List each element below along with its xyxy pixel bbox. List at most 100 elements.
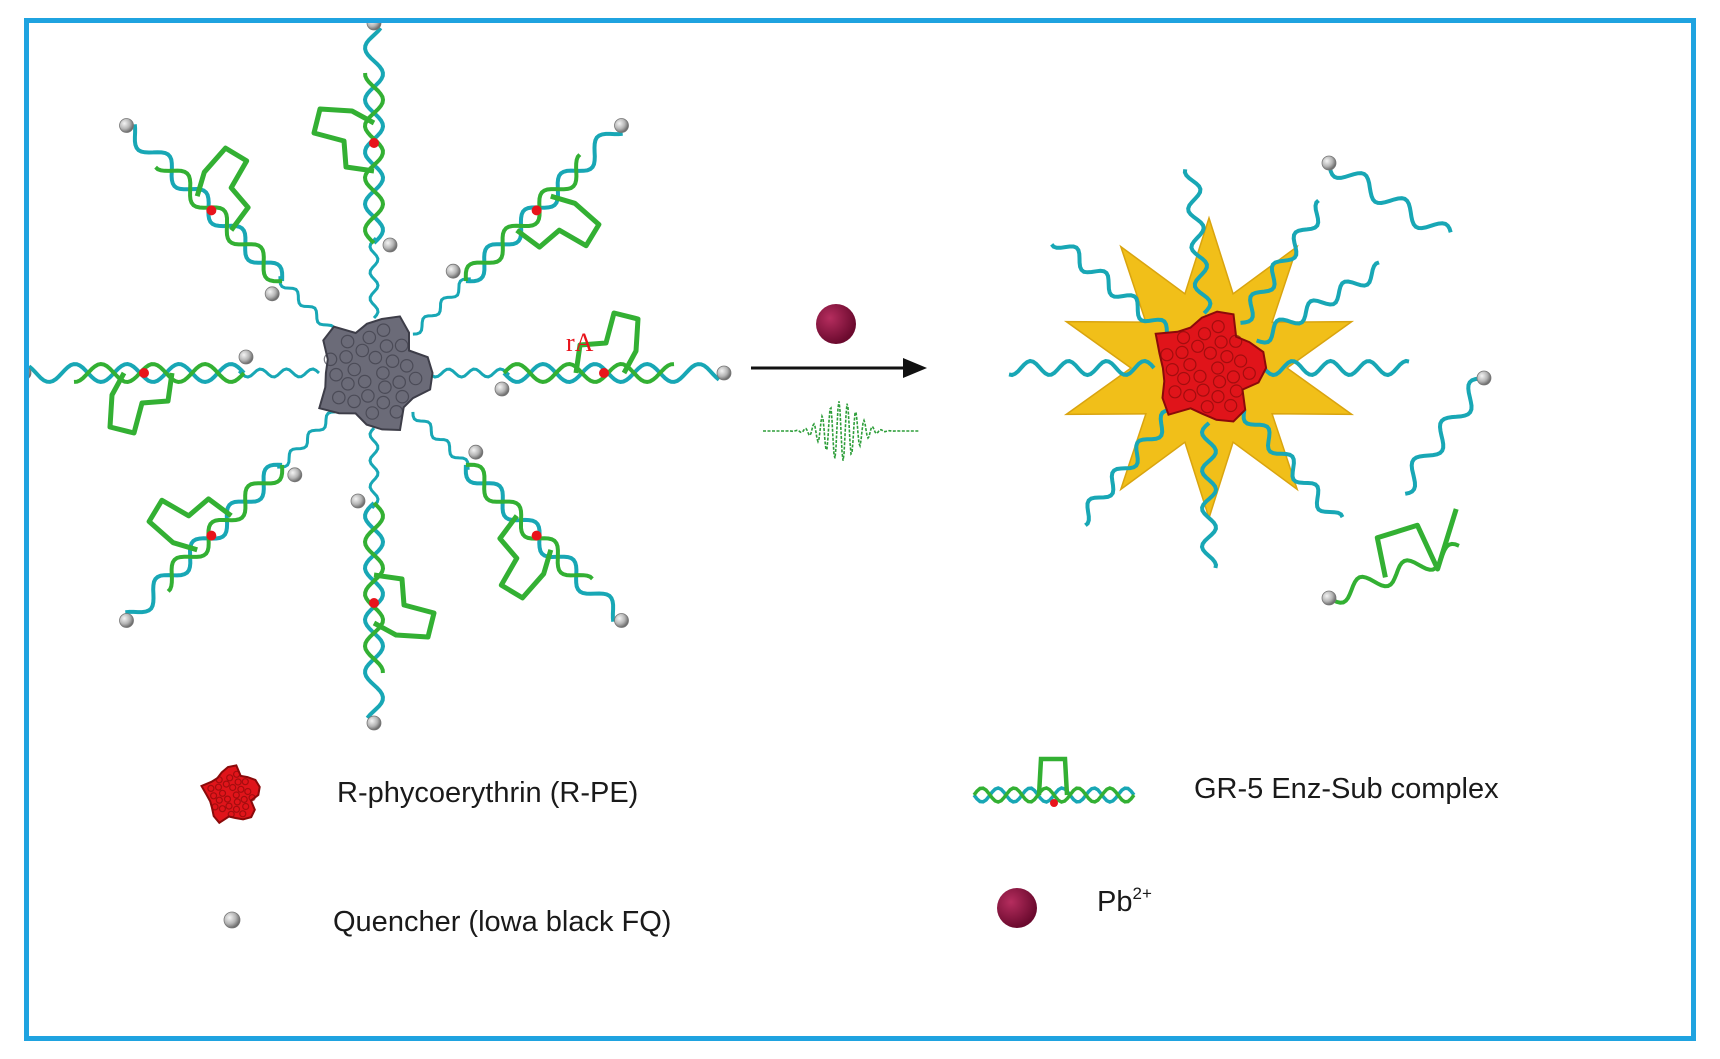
protein-texture-dot: [233, 770, 241, 778]
linker-strand: [277, 410, 336, 469]
linker-strand: [428, 367, 511, 379]
substrate-strand: [362, 501, 386, 720]
sensor-arm: [29, 349, 320, 436]
enzyme-strand: [465, 462, 594, 581]
protein-texture-dot: [329, 367, 343, 382]
reaction-step: [751, 304, 927, 461]
protein-texture-dot: [218, 805, 226, 813]
protein-texture-dot: [355, 343, 370, 358]
protein-texture-dot: [1233, 354, 1248, 368]
cleavage-site-dot: [599, 368, 609, 378]
protein-texture-dot: [1196, 383, 1210, 397]
protein-texture-dot: [395, 389, 410, 404]
protein-texture-dot: [210, 792, 218, 800]
protein-texture-dot: [222, 780, 230, 788]
rpe-fluorescent-core: [1154, 310, 1268, 423]
scheme-canvas: [29, 23, 1492, 929]
protein-texture-dot: [1175, 345, 1189, 359]
substrate-strand: [125, 462, 283, 615]
protein-texture-dot: [242, 802, 250, 811]
protein-texture-dot: [240, 795, 248, 804]
protein-texture-dot: [215, 796, 223, 804]
protein-texture-dot: [233, 798, 241, 806]
quencher-sphere: [1476, 370, 1492, 386]
substrate-strand: [465, 131, 623, 284]
protein-texture-dot: [1183, 358, 1197, 372]
protein-texture-dot: [340, 334, 355, 349]
protein-texture-dot: [368, 350, 383, 365]
enzyme-strand: [362, 72, 386, 245]
rpe-quenched: [318, 315, 434, 432]
substrate-strand: [29, 361, 246, 385]
protein-texture-dot: [1211, 361, 1225, 375]
linker-strand: [412, 277, 471, 336]
quencher-sphere: [287, 467, 303, 483]
protein-texture-dot: [376, 323, 391, 337]
substrate-strand: [132, 124, 285, 282]
protein-texture-dot: [1212, 375, 1227, 389]
cleaved-substrate-strand: [1050, 243, 1169, 333]
released-fragment: [1404, 370, 1492, 496]
quencher-sphere: [614, 118, 629, 133]
cleaved-substrate-strand: [1241, 409, 1345, 519]
legend-pb-charge: 2+: [1132, 884, 1152, 903]
protein-texture-dot: [1197, 327, 1212, 341]
enzyme-catalytic-loop: [311, 106, 376, 174]
protein-texture-dot: [1165, 363, 1179, 377]
substrate-strand: [502, 361, 721, 385]
released-fragment: [1321, 508, 1460, 606]
protein-texture-dot: [232, 805, 241, 813]
released-fragment: [1321, 155, 1453, 233]
protein-texture-dot: [1226, 370, 1241, 384]
quencher-sphere: [119, 118, 134, 133]
enzyme-strand: [362, 501, 386, 674]
protein-texture-dot: [378, 380, 392, 394]
quencher-sphere: [494, 381, 510, 397]
linker-strand: [411, 411, 470, 470]
protein-texture-dot: [207, 784, 215, 793]
protein-texture-dot: [1229, 384, 1244, 398]
protein-texture-dot: [1183, 388, 1197, 403]
sensor-arm: [411, 411, 629, 628]
protein-texture-dot: [341, 376, 355, 391]
protein-texture-dot: [214, 783, 223, 791]
legend-enzyme-strand: [972, 786, 1136, 804]
cleavage-site-dot: [206, 205, 217, 216]
protein-texture-dot: [229, 783, 237, 792]
legend-rpe-label: R-phycoerythrin (R-PE): [337, 777, 639, 809]
protein-texture-dot: [1160, 348, 1174, 362]
quencher-sphere: [716, 365, 732, 381]
cleavage-site-dot: [369, 598, 379, 608]
protein-texture-dot: [365, 406, 380, 420]
protein-texture-dot: [1220, 350, 1234, 364]
protein-texture-dot: [385, 354, 400, 368]
enzyme-catalytic-loop: [146, 496, 233, 553]
sensor-arm: [119, 410, 336, 628]
protein-texture-dot: [1229, 334, 1243, 348]
protein-texture-dot: [215, 776, 223, 784]
linker-strand: [237, 367, 320, 379]
sensor-arm: [311, 23, 398, 319]
protein-texture-dot: [234, 778, 242, 786]
cleaved-substrate-strand: [1240, 199, 1321, 325]
protein-texture-dot: [239, 810, 247, 818]
enzyme-strand: [154, 165, 283, 284]
protein-texture-dot: [392, 375, 406, 389]
quencher-sphere: [468, 444, 484, 460]
protein-texture-dot: [1203, 346, 1217, 360]
cleavage-site-dot: [531, 205, 542, 216]
enzyme-strand: [73, 361, 246, 385]
protein-texture-dot: [1211, 390, 1225, 404]
quencher-sphere: [366, 715, 382, 731]
protein-texture-dot: [237, 785, 245, 793]
legend-rpe-icon: [200, 764, 261, 825]
cleavage-site-dot: [139, 368, 149, 378]
linker-strand: [278, 276, 337, 335]
linker-strand: [368, 427, 380, 510]
protein-texture-dot: [1191, 339, 1205, 353]
protein-texture-dot: [248, 794, 256, 802]
quencher-sphere: [29, 367, 32, 379]
protein-texture-dot: [223, 795, 232, 803]
enzyme-catalytic-loop: [515, 193, 602, 250]
pb-ion-reagent: [816, 304, 856, 344]
